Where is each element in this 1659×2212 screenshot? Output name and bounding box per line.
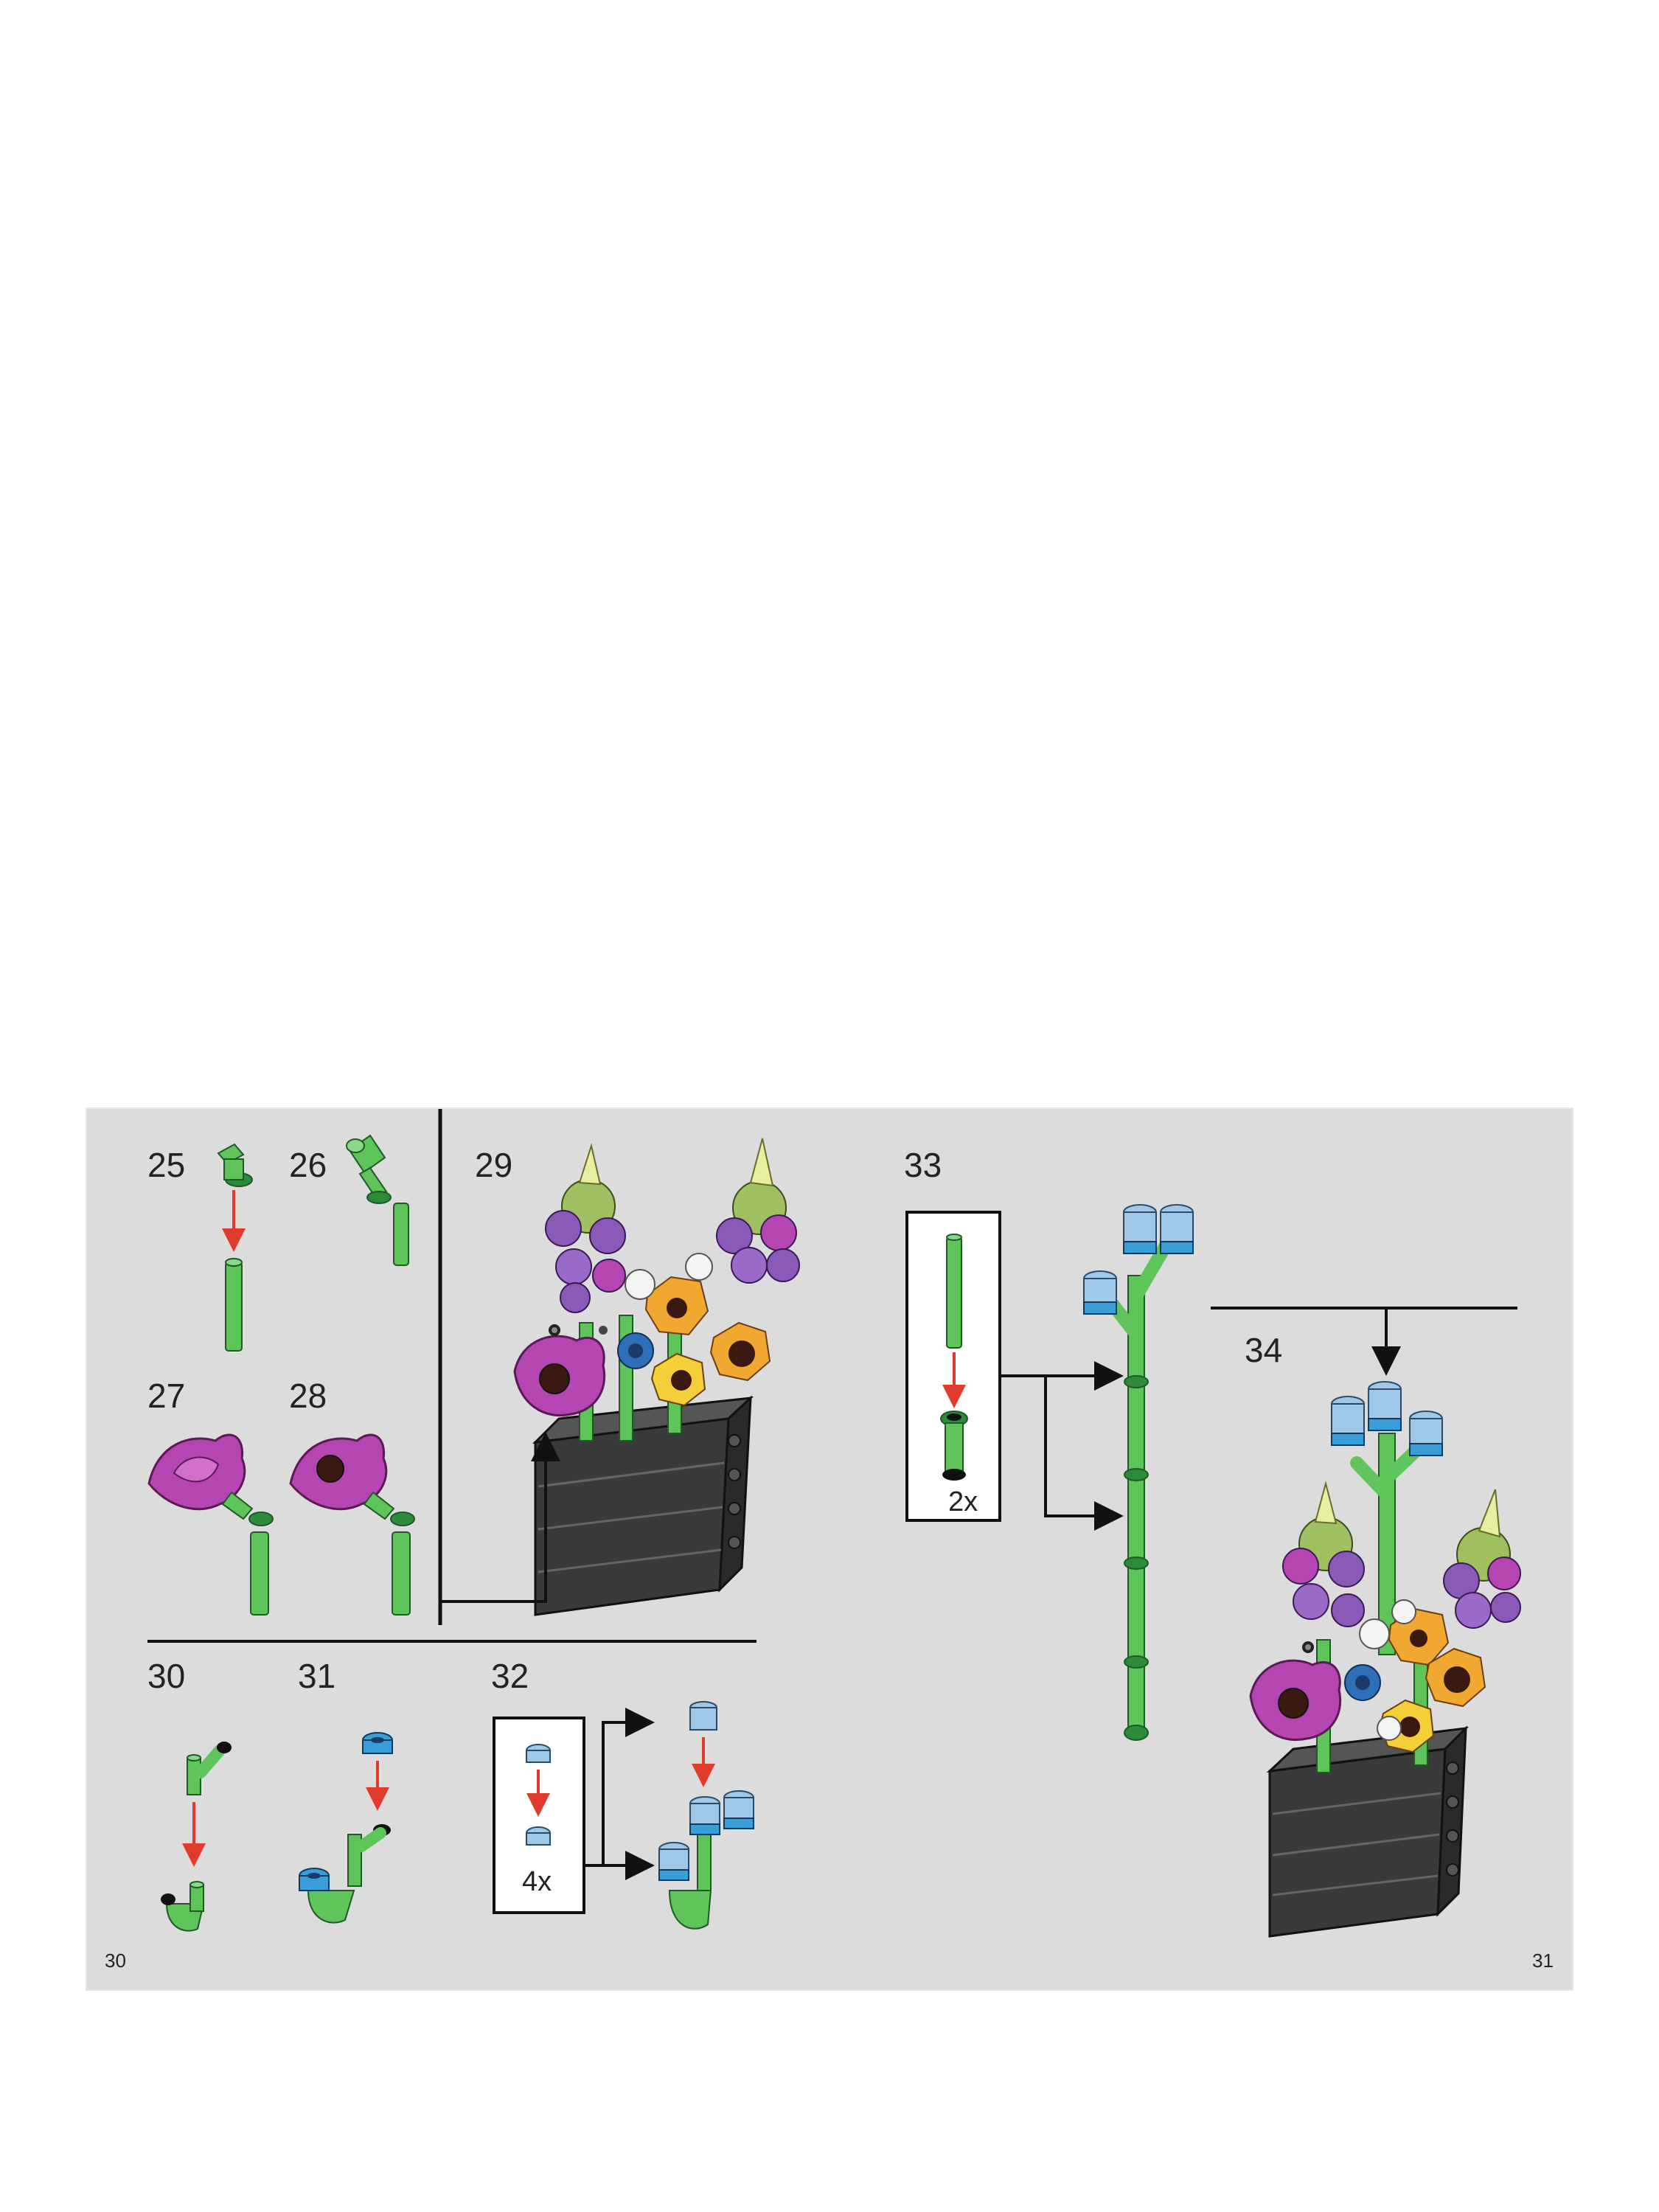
- step-29-number: 29: [475, 1146, 512, 1184]
- step-28-diagram: [289, 1433, 415, 1615]
- step-29-bouquet: [513, 1138, 800, 1616]
- step-32-arrow-top: [584, 1708, 655, 1867]
- step-33-multiplier: 2x: [948, 1486, 978, 1517]
- step-26-number: 26: [289, 1146, 327, 1184]
- step-28-number: 28: [289, 1377, 327, 1415]
- instruction-spread: 25 26 27 28 29 30 31 32 33 34: [86, 1107, 1573, 1991]
- step-33-diagram: [1083, 1204, 1194, 1741]
- step-27-diagram: [147, 1433, 274, 1615]
- step-34-bouquet: [1249, 1381, 1521, 1938]
- step-32-multiplier: 4x: [522, 1866, 552, 1897]
- step-33-number: 33: [904, 1146, 942, 1184]
- step-30-diagram: [161, 1742, 232, 1932]
- step-33-arrow-bottom: [1044, 1376, 1124, 1531]
- step-33-callout: 2x: [905, 1211, 1001, 1522]
- step-29-arrow: [440, 1432, 560, 1603]
- instruction-illustration: 25 26 27 28 29 30 31 32 33 34: [105, 1109, 1554, 1972]
- step-31-number: 31: [298, 1657, 335, 1695]
- step-27-number: 27: [147, 1377, 185, 1415]
- step-32-number: 32: [491, 1657, 529, 1695]
- step-32-callout: 4x: [493, 1717, 585, 1914]
- step-25-number: 25: [147, 1146, 185, 1184]
- page-number-left: 30: [105, 1950, 126, 1972]
- step-31-diagram: [299, 1732, 393, 1924]
- page-number-right: 31: [1532, 1950, 1554, 1972]
- step-34-number: 34: [1245, 1331, 1282, 1369]
- step-32-diagram: [658, 1701, 754, 1930]
- step-25-diagram: [217, 1143, 253, 1352]
- step-30-number: 30: [147, 1657, 185, 1695]
- step-26-diagram: [346, 1134, 409, 1266]
